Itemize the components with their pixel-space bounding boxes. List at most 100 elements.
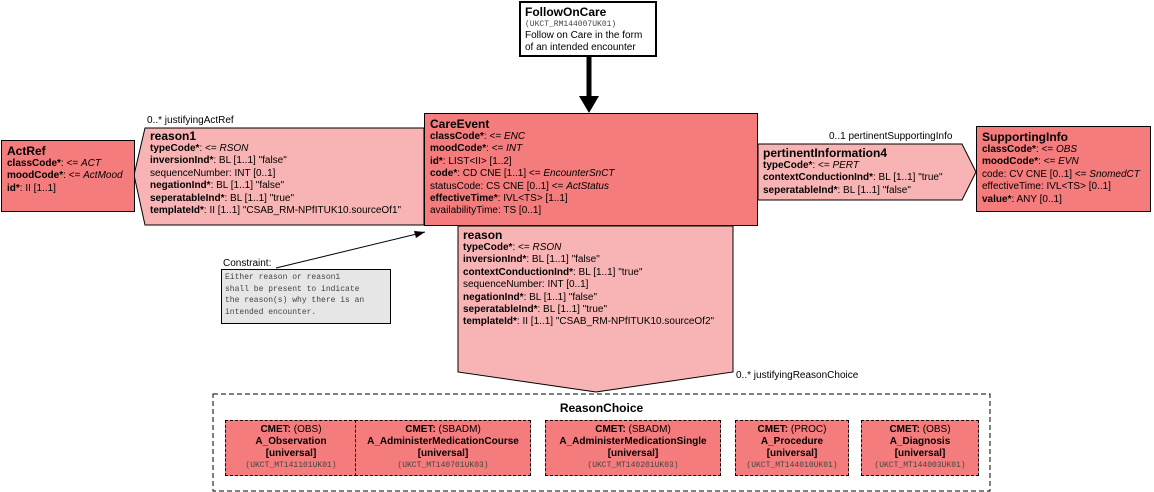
care-event-attribute-vocab: EncounterSnCT (543, 168, 615, 180)
reason-attribute-name: negationInd* (463, 291, 524, 303)
cmet-keyword: CMET: (405, 424, 436, 435)
pertinent-information4-attribute-row: typeCode*: <= PERT (763, 160, 963, 172)
reason1-attribute-value: : BL [1..1] "true" (224, 192, 295, 204)
supporting-info-attribute-name: moodCode* (982, 156, 1039, 168)
reason-attribute-name: templateId* (463, 316, 517, 328)
pertinent-information4-attribute-value: : <= (812, 160, 833, 171)
cmet-name: A_Observation (255, 436, 327, 447)
supporting-info-attribute-name: value* (982, 193, 1012, 205)
cmet-header: CMET: (PROC) (736, 424, 848, 436)
reason-choice-title: ReasonChoice (559, 401, 644, 415)
reason-attribute-name: inversionInd* (463, 254, 527, 266)
care-event-attribute-value: : CD CNE [1..1] <= (457, 168, 544, 180)
act-ref-attribute-value: : <= (60, 158, 81, 169)
follow-on-care-desc-2: of an intended encounter (525, 42, 636, 54)
care-event-attribute-value: : LIST<II> [1..2] (442, 155, 512, 167)
cmet-class-code: (SBADM) (625, 424, 671, 435)
constraint-text-line: intended encounter. (225, 307, 317, 317)
care-event-attribute-value: : IVL<TS> [1..1] (497, 193, 568, 205)
care-event-attribute-name: id* (430, 155, 443, 167)
care-event-attribute-name: code* (430, 168, 458, 180)
reason-attribute-name: seperatableInd* (463, 304, 538, 316)
reason1-attribute-name: inversionInd* (150, 155, 214, 167)
reason1-attribute-name: typeCode* (150, 143, 200, 154)
follow-on-care-id: (UKCT_RM144007UK01) (525, 20, 617, 29)
supporting-info-title: SupportingInfo (982, 130, 1068, 144)
act-ref-attribute-value: : II [1..1] (19, 182, 56, 194)
pertinent-information4-attribute-name: typeCode* (763, 160, 813, 171)
cmet-keyword: CMET: (260, 424, 291, 435)
supporting-info-attribute-text: effectiveTime: IVL<TS> [0..1] (982, 181, 1111, 193)
pertinent-information4-title: pertinentInformation4 (763, 146, 888, 160)
supporting-info-attribute-value: : <= (1035, 144, 1056, 155)
reason1-attribute-text: sequenceNumber: INT [0..1] (150, 167, 276, 179)
cmet-name: A_Procedure (760, 436, 824, 447)
care-event-attribute-text: statusCode: CS CNE [0..1] <= (430, 180, 567, 192)
cmet-header: CMET: (SBADM) (546, 424, 720, 436)
cmet-header: CMET: (OBS) (862, 424, 978, 436)
reason1-attribute-vocab: RSON (219, 143, 249, 154)
act-ref-attribute-row: classCode*: <= ACT (7, 158, 129, 170)
act-ref-attribute-name: id* (7, 182, 20, 194)
cmet-header: CMET: (OBS) (226, 424, 356, 436)
supporting-info-attribute-row: classCode*: <= OBS (982, 144, 1145, 156)
supporting-info-attribute-row: value*: ANY [0..1] (982, 194, 1145, 206)
reason-attribute-row: sequenceNumber: INT [0..1] (463, 279, 731, 291)
constraint-pointer (275, 231, 426, 269)
cmet-keyword: CMET: (757, 424, 789, 435)
cmet-box: CMET: (OBS)A_Diagnosis[universal](UKCT_M… (861, 420, 979, 476)
reason1-attribute-row: negationInd*: BL [1..1] "false" (150, 180, 422, 192)
cmet-scope: [universal] (766, 448, 818, 459)
cmet-id: (UKCT_MT144003UK01) (874, 461, 966, 470)
care-event-attribute-row: classCode*: <= ENC (430, 131, 752, 143)
care-event-attribute-vocab: ENC (503, 131, 526, 142)
cmet-id: (UKCT_MT140701UK03) (397, 461, 489, 470)
cmet-box: CMET: (SBADM)A_AdministerMedicationCours… (355, 420, 531, 476)
constraint-pointer-arrowhead (414, 231, 425, 238)
reason-attribute-text: sequenceNumber: INT [0..1] (463, 279, 589, 291)
care-event-attribute-row: moodCode*: <= INT (430, 143, 752, 155)
pertinent-information4-attribute-value: : BL [1..1] "false" (837, 184, 911, 196)
reason-attribute-row: contextConductionInd*: BL [1..1] "true" (463, 267, 731, 279)
supporting-info-attribute-name: classCode* (982, 144, 1036, 155)
reason-attribute-value: : BL [1..1] "true" (573, 266, 643, 278)
reason-attribute-name: typeCode* (463, 242, 513, 253)
care-event-attribute-row: statusCode: CS CNE [0..1] <= ActStatus (430, 181, 752, 193)
act-ref-title: ActRef (7, 144, 46, 158)
reason-attribute-vocab: RSON (532, 242, 562, 253)
constraint-text-line: shall be present to indicate (225, 284, 360, 294)
reason-attribute-value: : BL [1..1] "true" (537, 304, 608, 316)
supporting-info-attribute-row: code: CV CNE [0..1] <= SnomedCT (982, 169, 1145, 181)
reason-shape (457, 225, 734, 393)
reason1-shape (133, 127, 425, 226)
cmet-header: CMET: (SBADM) (356, 424, 530, 436)
cmet-box: CMET: (PROC)A_Procedure[universal] (UKCT_… (735, 420, 849, 476)
constraint-text-line: Either reason or reason1 (225, 273, 341, 282)
reason-attribute-row: templateId*: II [1..1] "CSAB_RM-NPfITUK1… (463, 316, 731, 328)
cmet-class-code: (OBS) (291, 424, 322, 435)
reason-attribute-value: : <= (512, 242, 533, 253)
reason-attribute-row: seperatableInd*: BL [1..1] "true" (463, 304, 731, 316)
act-ref-attribute-name: classCode* (7, 158, 61, 169)
follow-on-care-title: FollowOnCare (525, 5, 607, 19)
supporting-info-attribute-vocab: SnomedCT (1089, 168, 1140, 180)
reason1-attribute-value: : BL [1..1] "false" (213, 155, 287, 167)
supporting-info-attribute-vocab: EVN (1058, 156, 1079, 168)
constraint-text: Either reason or reason1 shall be present… (225, 272, 387, 318)
act-ref-attribute-vocab: ACT (80, 158, 101, 169)
care-event-attribute-row: id*: LIST<II> [1..2] (430, 156, 752, 168)
care-event-attribute-row: availabilityTime: TS [0..1] (430, 205, 752, 217)
care-event-attribute-name: effectiveTime* (430, 193, 498, 205)
care-event-attribute-value: : <= (483, 131, 504, 142)
pertinent-information4-shape (757, 143, 977, 201)
reason-attribute-row: typeCode*: <= RSON (463, 242, 731, 254)
cmet-id: (UKCT_MT144010UK01) (746, 461, 838, 470)
cmet-class-code: (PROC) (788, 424, 827, 435)
cmet-scope: [universal] (894, 448, 946, 459)
cmet-id: (UKCT_MT141101UK01) (245, 461, 337, 470)
